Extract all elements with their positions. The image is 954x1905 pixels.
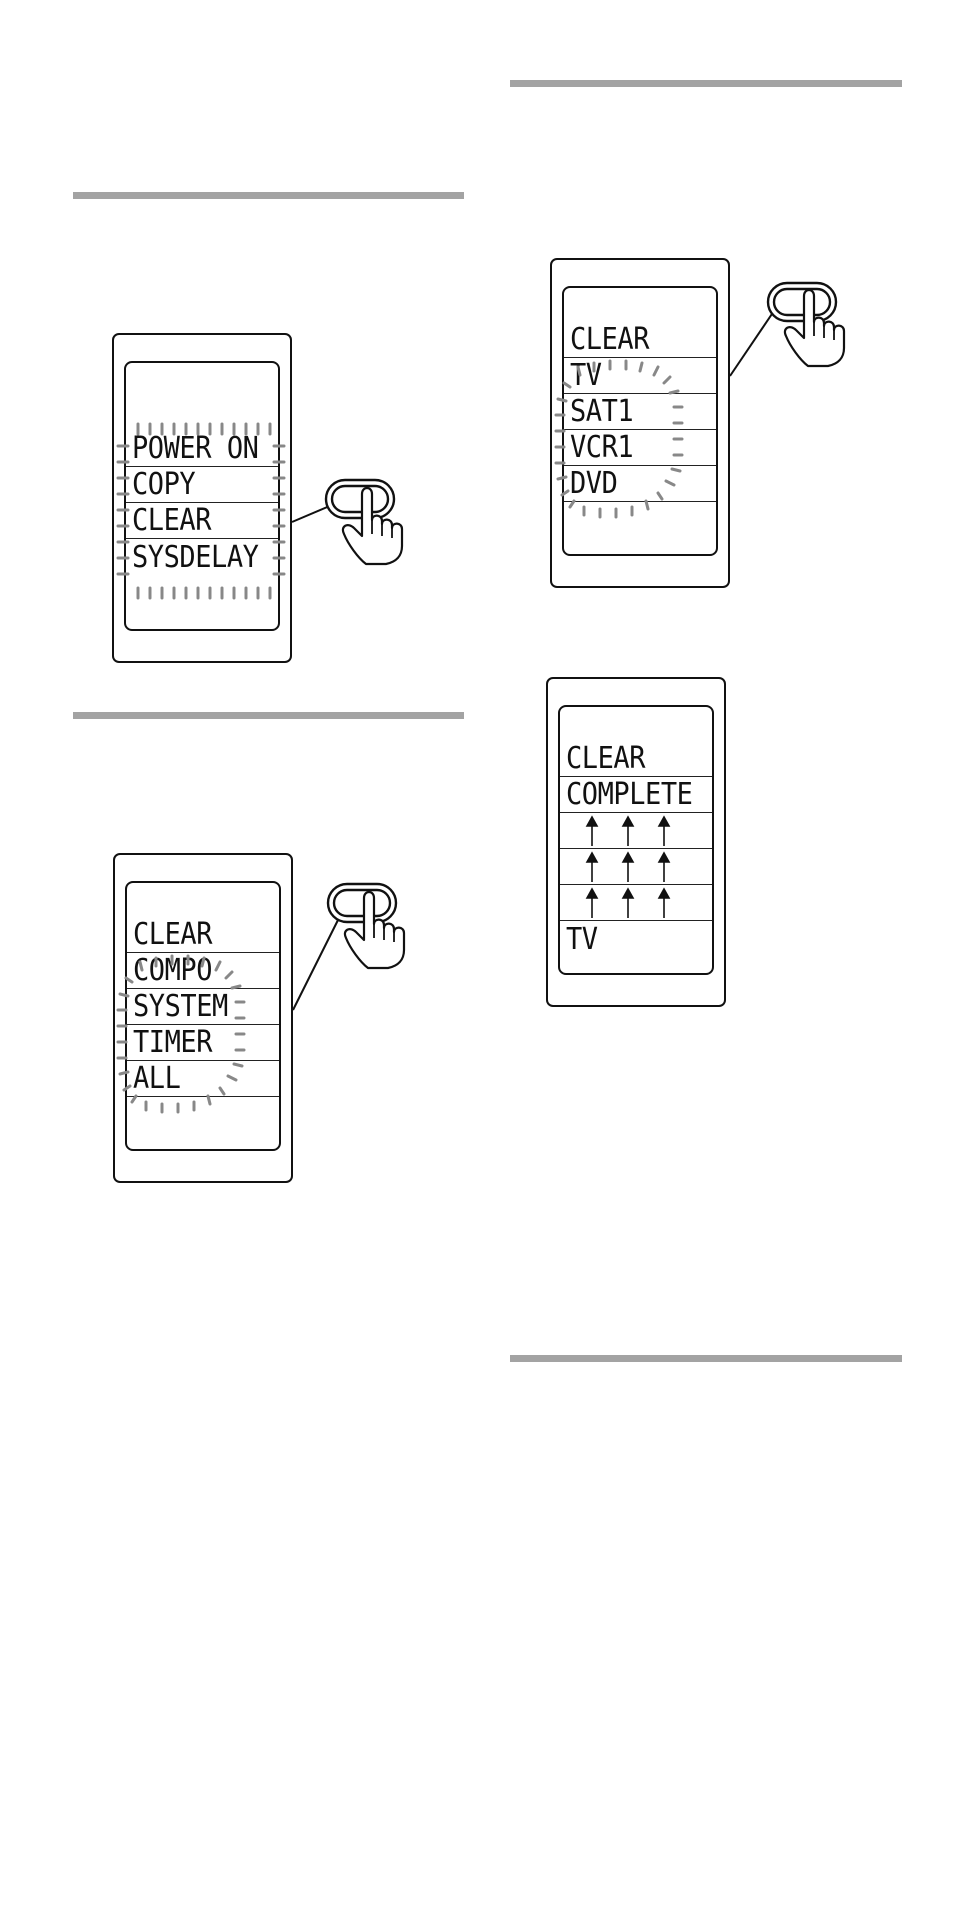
lcd-row: CLEAR xyxy=(126,503,278,539)
lcd-row: CLEAR xyxy=(127,917,279,953)
lcd-row-text: CLEAR xyxy=(133,917,213,952)
lcd-screen-2: CLEAR COMPO SYSTEM TIMER ALL xyxy=(125,881,281,1151)
remote-display-panel-2: CLEAR COMPO SYSTEM TIMER ALL xyxy=(113,853,293,1183)
lcd-arrow-row xyxy=(560,885,712,921)
lcd-row-text: CLEAR xyxy=(132,503,212,538)
lcd-row: CLEAR xyxy=(560,741,712,777)
lcd-row: VCR1 xyxy=(564,430,716,466)
lcd-row: SAT1 xyxy=(564,394,716,430)
section-rule-right-2 xyxy=(510,1355,902,1362)
lcd-row-text: COPY xyxy=(132,467,196,502)
pointing-hand-icon xyxy=(783,288,846,368)
lcd-screen-4: CLEAR COMPLETE xyxy=(558,705,714,975)
lcd-row: TV xyxy=(560,921,712,957)
lcd-row: COMPLETE xyxy=(560,777,712,813)
arrow-up-icon xyxy=(585,815,671,846)
remote-display-panel-4: CLEAR COMPLETE xyxy=(546,677,726,1007)
arrow-up-icon xyxy=(585,851,671,882)
oval-button-icon xyxy=(766,281,838,323)
lcd-row-text: TV xyxy=(570,358,602,393)
lcd-arrow-row xyxy=(560,849,712,885)
lcd-row-text: SYSDELAY xyxy=(132,540,259,575)
lcd-row: POWER ON xyxy=(126,431,278,467)
remote-display-panel-1: POWER ON COPY CLEAR SYSDELAY xyxy=(112,333,292,663)
lcd-row: COMPO xyxy=(127,953,279,989)
lcd-row: TIMER xyxy=(127,1025,279,1061)
lcd-row: COPY xyxy=(126,467,278,503)
lcd-row: DVD xyxy=(564,466,716,502)
oval-button-icon xyxy=(326,882,398,924)
remote-display-panel-3: CLEAR TV SAT1 VCR1 DVD xyxy=(550,258,730,588)
lcd-row-text: SAT1 xyxy=(570,394,634,429)
pointing-hand-icon xyxy=(341,486,404,566)
arrow-up-icon xyxy=(585,887,671,918)
lcd-row-text: VCR1 xyxy=(570,430,634,465)
lcd-screen-3: CLEAR TV SAT1 VCR1 DVD xyxy=(562,286,718,556)
lcd-row-text: CLEAR xyxy=(570,322,650,357)
section-rule-right-1 xyxy=(510,80,902,87)
lcd-row: SYSTEM xyxy=(127,989,279,1025)
lcd-row-text: COMPLETE xyxy=(566,777,693,812)
lcd-screen-1: POWER ON COPY CLEAR SYSDELAY xyxy=(124,361,280,631)
oval-button-icon xyxy=(324,478,396,520)
lcd-row: ALL xyxy=(127,1061,279,1097)
lcd-row-text: ALL xyxy=(133,1061,181,1096)
lcd-row-text: SYSTEM xyxy=(133,989,228,1024)
lcd-row: CLEAR xyxy=(564,322,716,358)
lcd-row-text: DVD xyxy=(570,466,618,501)
section-rule-left-1 xyxy=(73,192,464,199)
lcd-row-text: COMPO xyxy=(133,953,213,988)
section-rule-left-2 xyxy=(73,712,464,719)
lcd-row-text: TV xyxy=(566,922,598,957)
lcd-arrow-row xyxy=(560,813,712,849)
lcd-row-text: POWER ON xyxy=(132,431,259,466)
lcd-row: TV xyxy=(564,358,716,394)
lcd-row: SYSDELAY xyxy=(126,539,278,575)
pointing-hand-icon xyxy=(343,890,406,970)
lcd-row-text: TIMER xyxy=(133,1025,213,1060)
lcd-row-text: CLEAR xyxy=(566,741,646,776)
